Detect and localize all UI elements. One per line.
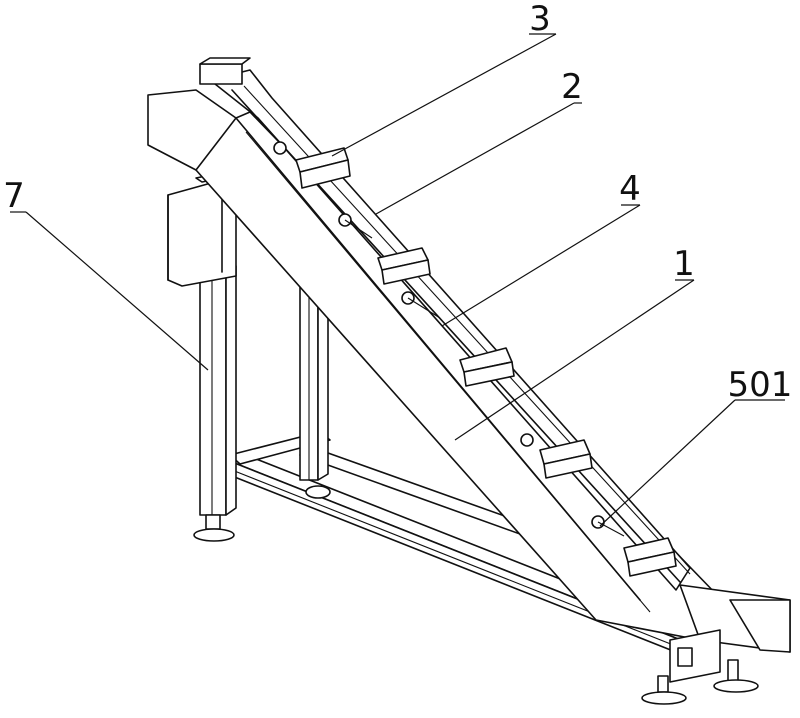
callout-2: 2 <box>561 67 583 107</box>
side-panel <box>148 90 790 704</box>
support-post <box>194 266 236 541</box>
leader-3 <box>332 34 556 156</box>
callout-1: 1 <box>673 244 695 284</box>
power-switch-icon <box>678 648 692 666</box>
callout-501: 501 <box>728 365 793 405</box>
callout-3: 3 <box>529 0 551 39</box>
leader-2 <box>376 103 574 214</box>
callout-4: 4 <box>619 169 641 209</box>
leader-4 <box>442 205 640 326</box>
callout-7: 7 <box>3 176 25 216</box>
